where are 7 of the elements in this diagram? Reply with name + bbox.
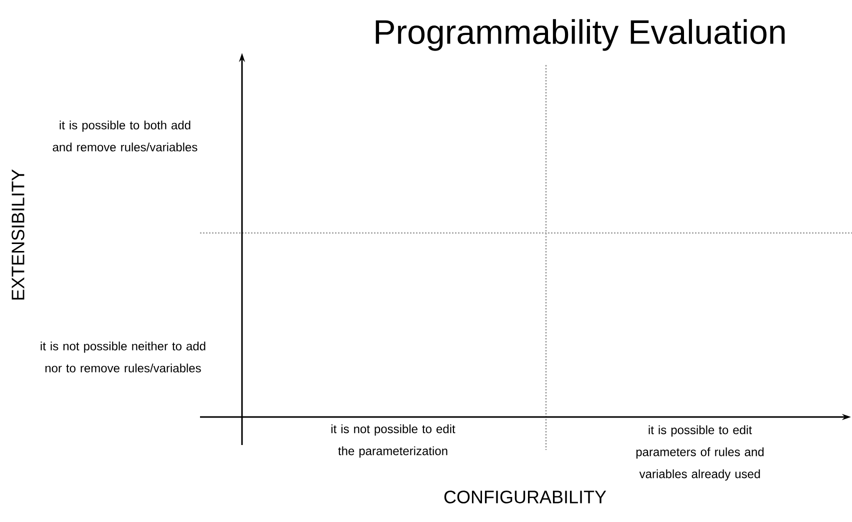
axis-note: it is possible to edit parameters of rules and variables already used [636, 425, 764, 481]
axis-note: it is not possible neither to add nor to remove rules/variables [40, 342, 206, 372]
axis-note: it is possible to both add and remove rules/variables [52, 120, 198, 152]
chart-title: Programmability Evaluation [376, 19, 785, 51]
axis-note: it is not possible to edit the parameterization [331, 424, 456, 458]
axis-title: EXTENSIBILITY [12, 169, 24, 300]
axis-title: CONFIGURABILITY [444, 490, 606, 504]
